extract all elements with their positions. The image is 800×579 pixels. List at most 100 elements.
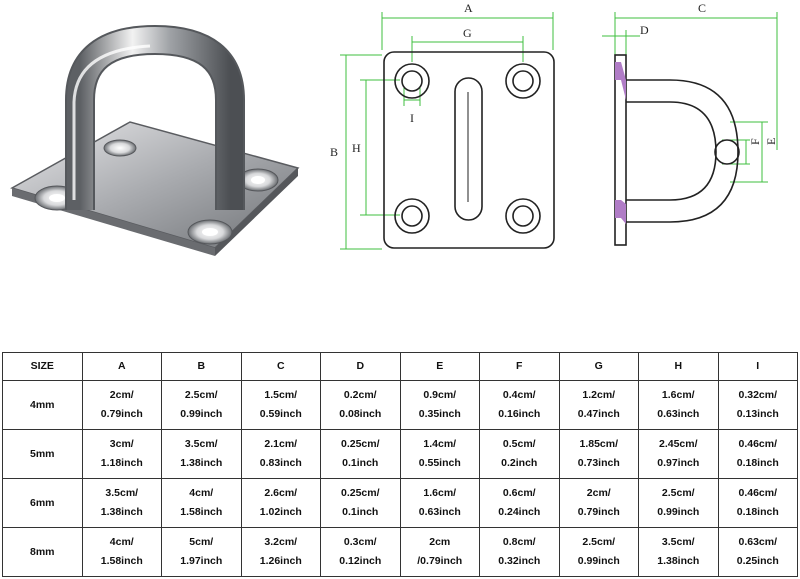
header-size: SIZE: [2, 352, 83, 381]
loop-shape: [67, 26, 243, 210]
label-f: F: [748, 138, 762, 145]
label-a: A: [464, 1, 473, 15]
front-view-diagram: A G B H I: [330, 1, 555, 250]
cm-value: 0.2cm/: [343, 389, 377, 401]
dimension-cell: 2.45cm/0.97inch: [638, 429, 719, 479]
cm-value: 2.45cm/: [658, 438, 698, 450]
dimension-cell: 2.5cm/0.99inch: [161, 380, 242, 430]
side-view-diagram: C D F E: [602, 1, 778, 246]
inch-value: 0.24inch: [498, 506, 541, 518]
cm-value: 2.5cm/: [661, 487, 695, 499]
dimension-cell: 2cm/0.79inch: [558, 478, 639, 528]
cm-value: 1.85cm/: [579, 438, 619, 450]
dimension-cell: 3cm/1.18inch: [81, 429, 162, 479]
inch-value: 0.97inch: [657, 457, 700, 469]
cm-value: 0.4cm/: [502, 389, 536, 401]
cm-value: 0.8cm/: [502, 536, 536, 548]
dimension-cell: 0.63cm/0.25inch: [717, 527, 798, 577]
dimension-cell: 2.1cm/0.83inch: [240, 429, 321, 479]
dimension-cell: 0.25cm/0.1inch: [320, 429, 401, 479]
cm-value: 0.63cm/: [738, 536, 778, 548]
cm-value: 4cm/: [109, 536, 134, 548]
cm-value: 4cm/: [189, 487, 214, 499]
label-c: C: [698, 1, 706, 15]
label-h: H: [352, 141, 361, 155]
cm-value: 2.6cm/: [264, 487, 298, 499]
header-f: F: [479, 352, 560, 381]
dimension-cell: 0.2cm/0.08inch: [320, 380, 401, 430]
cm-value: 0.3cm/: [343, 536, 377, 548]
cm-value: 2cm/: [586, 487, 611, 499]
inch-value: 0.32inch: [498, 555, 541, 567]
inch-value: /0.79inch: [417, 555, 463, 567]
dimension-cell: 1.85cm/0.73inch: [558, 429, 639, 479]
header-h: H: [638, 352, 719, 381]
inch-value: 0.35inch: [418, 408, 461, 420]
inch-value: 0.16inch: [498, 408, 541, 420]
inch-value: 0.13inch: [736, 408, 779, 420]
inch-value: 1.97inch: [180, 555, 223, 567]
dimension-cell: 3.5cm/1.38inch: [81, 478, 162, 528]
dimension-cell: 0.32cm/0.13inch: [717, 380, 798, 430]
inch-value: 1.58inch: [100, 555, 143, 567]
cm-value: 1.2cm/: [582, 389, 616, 401]
inch-value: 0.79inch: [577, 506, 620, 518]
label-e: E: [764, 138, 778, 145]
size-cell: 4mm: [2, 380, 83, 430]
inch-value: 0.73inch: [577, 457, 620, 469]
cm-value: 1.6cm/: [423, 487, 457, 499]
inch-value: 0.1inch: [342, 506, 379, 518]
dimension-cell: 2cm/0.79inch: [399, 527, 480, 577]
pad-eye-photo: [10, 24, 300, 256]
cm-value: 0.46cm/: [738, 487, 778, 499]
inch-value: 1.02inch: [259, 506, 302, 518]
dimension-cell: 3.5cm/1.38inch: [161, 429, 242, 479]
cm-value: 5cm/: [189, 536, 214, 548]
inch-value: 0.55inch: [418, 457, 461, 469]
inch-value: 0.99inch: [657, 506, 700, 518]
label-b: B: [330, 145, 338, 159]
hole-1-center: [49, 194, 65, 202]
header-d: D: [320, 352, 401, 381]
inch-value: 0.25inch: [736, 555, 779, 567]
header-a: A: [81, 352, 162, 381]
dimension-cell: 0.3cm/0.12inch: [320, 527, 401, 577]
dimension-cell: 1.2cm/0.47inch: [558, 380, 639, 430]
cm-value: 0.46cm/: [738, 438, 778, 450]
cm-value: 1.6cm/: [661, 389, 695, 401]
table-header-row: SIZE A B C D E F G H I: [2, 352, 798, 381]
inch-value: 0.12inch: [339, 555, 382, 567]
header-g: G: [558, 352, 639, 381]
cm-value: 2cm/: [109, 389, 134, 401]
inch-value: 1.38inch: [100, 506, 143, 518]
inch-value: 0.63inch: [657, 408, 700, 420]
dimension-cell: 0.4cm/0.16inch: [479, 380, 560, 430]
inch-value: 0.83inch: [259, 457, 302, 469]
dimension-cell: 1.6cm/0.63inch: [399, 478, 480, 528]
inch-value: 1.38inch: [180, 457, 223, 469]
cm-value: 0.5cm/: [502, 438, 536, 450]
dimension-cell: 4cm/1.58inch: [81, 527, 162, 577]
cm-value: 0.25cm/: [340, 438, 380, 450]
label-i: I: [410, 111, 414, 125]
cm-value: 0.25cm/: [340, 487, 380, 499]
inch-value: 0.47inch: [577, 408, 620, 420]
dimension-cell: 3.5cm/1.38inch: [638, 527, 719, 577]
cm-value: 3.5cm/: [105, 487, 139, 499]
inch-value: 0.18inch: [736, 506, 779, 518]
inch-value: 0.08inch: [339, 408, 382, 420]
inch-value: 0.79inch: [100, 408, 143, 420]
cm-value: 3.5cm/: [184, 438, 218, 450]
header-c: C: [240, 352, 321, 381]
cm-value: 1.4cm/: [423, 438, 457, 450]
inch-value: 0.2inch: [501, 457, 538, 469]
dimension-cell: 0.6cm/0.24inch: [479, 478, 560, 528]
cm-value: 0.6cm/: [502, 487, 536, 499]
inch-value: 0.18inch: [736, 457, 779, 469]
dimension-cell: 0.9cm/0.35inch: [399, 380, 480, 430]
dimension-cell: 1.4cm/0.55inch: [399, 429, 480, 479]
